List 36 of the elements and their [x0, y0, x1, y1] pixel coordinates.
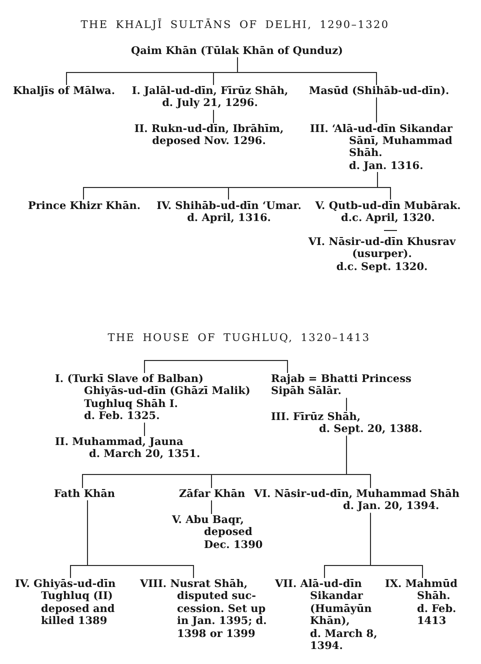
genealogy-entry: IV. Ghiyās-ud-dīn Tughluq (II) deposed and killed 1389: [15, 578, 123, 628]
genealogy-entry: V. Qutb-ud-dīn Mubārak. d.c. April, 1320.: [315, 200, 461, 224]
genealogy-entry: I. Jalāl-ud-dīn, Fīrūz Shāh, d. July 21, 1296.: [132, 85, 288, 110]
genealogy-entry: VIII. Nusrat Shāh, disputed suc- cession. Set up in Jan. 1395; d. 1398 or 1399: [140, 578, 271, 640]
tree-line: [346, 435, 371, 488]
tree-line: [211, 500, 212, 514]
tree-line: [377, 172, 391, 200]
genealogy-entry: Rajab = Bhatti Princess Sipāh Sālār.: [271, 373, 412, 398]
genealogy-entry: Zāfar Khān: [179, 488, 246, 500]
tree-line: [144, 422, 145, 436]
section-title: THE KHALJĪ SULTĀNS OF DELHI, 1290–1320: [80, 19, 390, 32]
genealogy-entry: VI. Nāsir-ud-dīn, Muhammad Shāh d. Jan. 20, 1394.: [254, 488, 460, 513]
bracket-line: [144, 360, 288, 374]
genealogy-entry: Fath Khān: [54, 488, 116, 500]
tree-line: [237, 56, 377, 86]
genealogy-entry: II. Rukn-ud-dīn, Ibrāhīm, deposed Nov. 1296.: [134, 123, 284, 148]
genealogy-entry: IX. Mahmūd Shāh. d. Feb. 1413: [385, 578, 467, 628]
tree-line: [370, 512, 423, 578]
genealogy-entry: II. Muhammad, Jauna d. March 20, 1351.: [55, 436, 200, 461]
genealogy-entry: III. Fīrūz Shāh, d. Sept. 20, 1388.: [271, 411, 422, 436]
tree-line: [346, 397, 347, 412]
genealogy-entry: Prince Khizr Khān.: [28, 200, 141, 212]
genealogy-entry: V. Abu Baqr, deposed Dec. 1390: [172, 514, 266, 552]
tree-line: [87, 500, 194, 578]
genealogy-entry: Masūd (Shihāb-ud-dīn).: [309, 85, 450, 98]
genealogy-entry: VII. Alā-ud-dīn Sikandar (Humāyūn Khān), d. March 8, 1394.: [275, 578, 382, 652]
genealogy-entry: IV. Shihāb-ud-dīn ‘Umar. d. April, 1316.: [156, 200, 302, 224]
tree-line: [213, 109, 214, 124]
genealogy-entry: Qaim Khān (Tūlak Khān of Qunduz): [130, 45, 344, 58]
genealogy-entry: I. (Turkī Slave of Balban) Ghiyās-ud-dīn (Ghāzī Malik) Tughluq Shāh I. d. Feb. 1325.: [55, 373, 262, 423]
genealogy-entry: VI. Nāsir-ud-dīn Khusrav (usurper). d.c. Sept. 1320.: [305, 236, 459, 274]
dash-line: [384, 230, 398, 231]
tree-line: [376, 96, 377, 123]
genealogy-entry: III. ‘Alā-ud-dīn Sikandar Sānī, Muhammad Shāh. d. Jan. 1316.: [310, 122, 462, 172]
genealogy-entry: Khaljīs of Mālwa.: [13, 85, 115, 98]
section-title: THE HOUSE OF TUGHLUQ, 1320–1413: [108, 332, 370, 345]
